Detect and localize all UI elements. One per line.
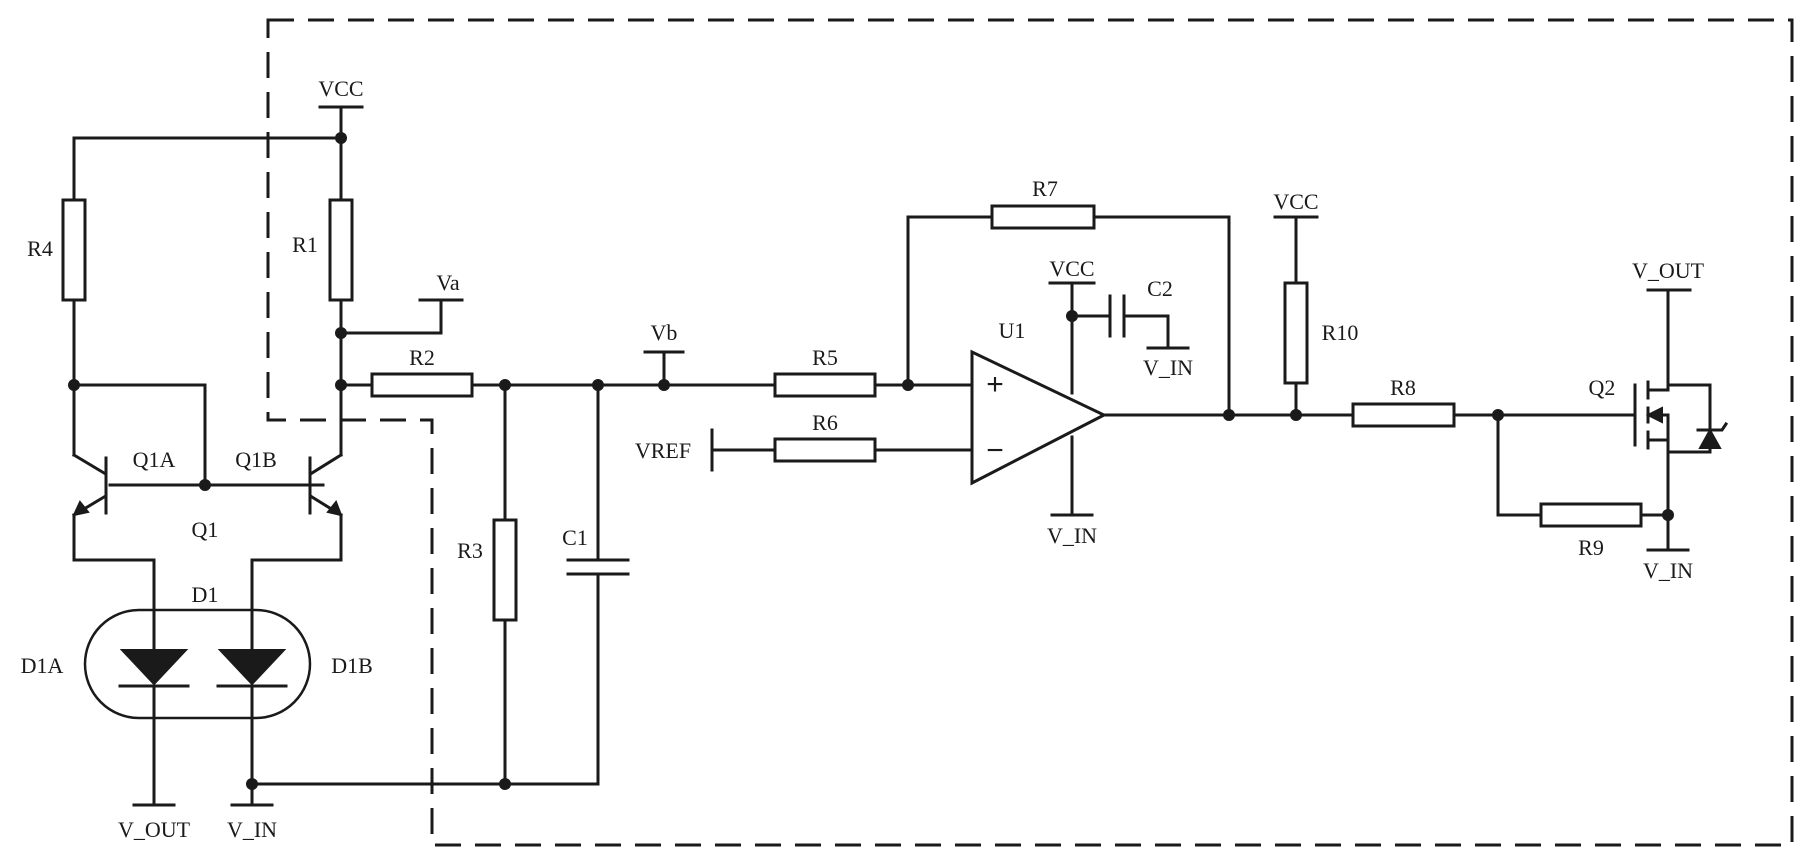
resistor-r2 bbox=[370, 372, 474, 398]
label-q1: Q1 bbox=[192, 517, 219, 542]
r8-gate-drive bbox=[1294, 402, 1637, 428]
label-r2: R2 bbox=[409, 345, 435, 370]
r9-branch bbox=[1496, 413, 1674, 528]
va-tap bbox=[335, 298, 464, 339]
label-r9: R9 bbox=[1578, 535, 1604, 560]
label-d1b: D1B bbox=[331, 653, 373, 678]
label-vref: VREF bbox=[635, 438, 691, 463]
mirror-top-nodes bbox=[68, 379, 347, 491]
label-q2: Q2 bbox=[1589, 375, 1616, 400]
label-va: Va bbox=[436, 270, 459, 295]
label-d1: D1 bbox=[192, 582, 219, 607]
label-v-out-q2: V_OUT bbox=[1632, 258, 1705, 283]
label-q1a: Q1A bbox=[133, 447, 176, 472]
label-r1: R1 bbox=[292, 232, 318, 257]
label-v-in-opamp: V_IN bbox=[1047, 523, 1097, 548]
label-r7: R7 bbox=[1032, 176, 1058, 201]
label-plus: + bbox=[986, 368, 1004, 401]
label-vcc-opamp: VCC bbox=[1049, 256, 1094, 281]
label-r3: R3 bbox=[457, 538, 483, 563]
transistor-q1a bbox=[71, 452, 156, 600]
dual-diode-d1 bbox=[83, 596, 312, 807]
r3-branch bbox=[492, 383, 518, 790]
label-d1a: D1A bbox=[21, 653, 64, 678]
label-r4: R4 bbox=[27, 236, 53, 261]
r10-pullup bbox=[1273, 215, 1319, 417]
label-vb: Vb bbox=[651, 320, 678, 345]
label-vcc-r10: VCC bbox=[1273, 189, 1318, 214]
transistor-q1b bbox=[250, 452, 344, 600]
bottom-supply-pins bbox=[132, 778, 600, 807]
label-minus: − bbox=[986, 434, 1004, 467]
label-c1: C1 bbox=[562, 525, 588, 550]
label-r10: R10 bbox=[1322, 320, 1359, 345]
resistor-r5 bbox=[773, 372, 877, 398]
label-c2: C2 bbox=[1147, 276, 1173, 301]
vref-r6 bbox=[710, 428, 974, 472]
label-r5: R5 bbox=[812, 345, 838, 370]
resistor-r1 bbox=[328, 198, 354, 302]
r5-to-plus bbox=[873, 379, 974, 391]
label-vcc-top: VCC bbox=[318, 76, 363, 101]
mosfet-q2 bbox=[1633, 288, 1729, 552]
label-v-in-q2: V_IN bbox=[1643, 558, 1693, 583]
c1-branch bbox=[566, 383, 630, 786]
vcc-rail-left bbox=[72, 105, 364, 387]
label-q1b: Q1B bbox=[235, 447, 277, 472]
label-r8: R8 bbox=[1390, 375, 1416, 400]
resistor-r4 bbox=[61, 198, 87, 302]
r7-feedback bbox=[906, 204, 1231, 417]
label-v-out-bottom: V_OUT bbox=[118, 817, 191, 842]
capacitor-c2 bbox=[1070, 294, 1190, 350]
label-u1: U1 bbox=[999, 318, 1026, 343]
dashed-module-boundary bbox=[266, 18, 1794, 847]
label-r6: R6 bbox=[812, 410, 838, 435]
label-v-in-bottom: V_IN bbox=[227, 817, 277, 842]
label-v-in-c2: V_IN bbox=[1143, 355, 1193, 380]
